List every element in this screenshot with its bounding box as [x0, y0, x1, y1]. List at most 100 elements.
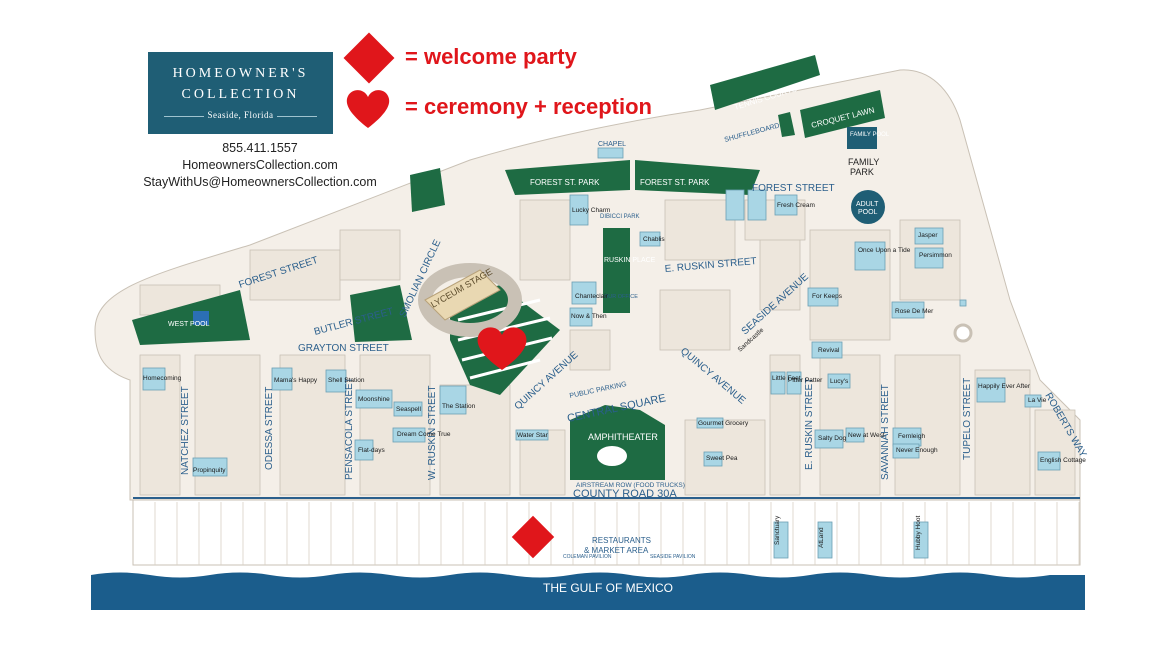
- building-28: [786, 371, 802, 395]
- forest-st-park-e: [635, 160, 760, 195]
- croquet-lawn: [800, 90, 885, 138]
- gourmet-grocery-label: Gourmet Grocery: [698, 420, 749, 427]
- natchez-street-label: NATCHEZ STREET: [180, 386, 191, 475]
- airstream-row-label: AIRSTREAM ROW (FOOD TRUCKS): [576, 482, 685, 489]
- shuffleboard: [778, 112, 795, 137]
- building-2: [325, 369, 347, 393]
- amphitheater-label: AMPHITHEATER: [588, 432, 658, 442]
- never-enough-label: Never Enough: [896, 447, 938, 454]
- roundabout: [953, 323, 973, 343]
- market-area-label: & MARKET AREA: [584, 546, 649, 555]
- building-33: [1024, 394, 1042, 408]
- tupelo-street-label: TUPELO STREET: [962, 378, 973, 460]
- building-10: [639, 231, 661, 247]
- atland-label: AtLand: [818, 527, 825, 548]
- lot-block-5: [519, 429, 566, 496]
- flat-days-label: Flat-days: [358, 447, 385, 454]
- fernleigh-label: Fernleigh: [898, 433, 925, 440]
- lot-block-12: [569, 329, 611, 371]
- building-1: [192, 457, 228, 477]
- for-keeps-label: For Keeps: [812, 293, 843, 300]
- legend-welcome-party: = welcome party: [405, 44, 577, 69]
- building-5: [439, 385, 467, 415]
- ruskin-place-label: RUSKIN PLACE: [604, 257, 656, 264]
- new-at-west-label: New at West: [848, 432, 885, 439]
- building-25: [696, 417, 724, 429]
- amphitheater-stage: [595, 444, 629, 468]
- logo-rule-left: [164, 116, 204, 117]
- seaside-pavilion-label: SEASIDE PAVILION: [650, 554, 696, 560]
- logo-rule-right: [277, 116, 317, 117]
- family-pool[interactable]: [847, 127, 877, 149]
- tennis-courts: [710, 55, 820, 110]
- restaurants-label: RESTAURANTS: [592, 536, 651, 545]
- building-36: [597, 147, 624, 159]
- little-feet-label: Little Feet: [772, 375, 801, 382]
- lot-block-21: [339, 229, 401, 281]
- building-3: [355, 389, 393, 409]
- building-7: [569, 307, 593, 327]
- forest-street-e-label: FOREST STREET: [752, 183, 835, 194]
- rose-de-mer-label: Rose De Mer: [895, 308, 934, 315]
- adult-pool[interactable]: [851, 190, 885, 224]
- happily-label: Happily Ever After: [978, 383, 1031, 390]
- w-ruskin-street-label: W. RUSKIN STREET: [427, 386, 438, 480]
- building-4: [393, 401, 423, 417]
- lot-block-14: [759, 229, 801, 311]
- gulf-of-mexico: [91, 572, 1085, 610]
- jasper-label: Jasper: [918, 232, 938, 239]
- building-6: [515, 429, 549, 441]
- chablis-label: Chablis: [643, 236, 665, 243]
- lot-block-9: [894, 354, 961, 496]
- lot-block-20: [249, 249, 341, 301]
- dibicci-park-label: DIBICCI PARK: [600, 214, 640, 220]
- lot-block-17: [664, 199, 736, 261]
- once-upon-label: Once Upon a Tide: [858, 247, 911, 254]
- building-37: [725, 189, 745, 221]
- sweet-pea-label: Sweet Pea: [706, 455, 738, 462]
- homecoming-label: Homecoming: [143, 375, 182, 382]
- building-15: [914, 247, 944, 269]
- forest-st-park-w-label: FOREST ST. PARK: [530, 178, 600, 187]
- building-30: [845, 427, 865, 443]
- building-16: [891, 301, 925, 319]
- la-vie-label: La Vie: [1028, 397, 1047, 404]
- lyceum-stage-block: [424, 269, 501, 321]
- building-27: [770, 371, 786, 395]
- ceremony-heart-marker[interactable]: [477, 327, 527, 370]
- propinquity-label: Propinquity: [193, 467, 226, 474]
- building-22: [817, 521, 833, 559]
- mamas-happy-label: Mama's Happy: [274, 377, 318, 384]
- adult-pool-label-1: ADULT: [856, 201, 879, 208]
- shell-station-label: Shell Station: [328, 377, 365, 384]
- revival-label: Revival: [818, 347, 840, 354]
- lot-block-3: [359, 354, 431, 496]
- buildings: [142, 147, 1061, 559]
- beach-lot-dividers: [154, 502, 1080, 565]
- amphitheater-park: [570, 405, 665, 480]
- building-32: [1037, 451, 1061, 471]
- pensacola-street-label: PENSACOLA STREET: [344, 377, 355, 480]
- salty-dog-label: Salty Dog: [818, 435, 847, 442]
- building-14: [914, 227, 944, 245]
- our-office-label: OUR OFFICE: [604, 294, 638, 300]
- dream-come-true-label: Dream Come True: [397, 431, 451, 438]
- west-pool-park: [132, 290, 250, 345]
- building-11: [811, 341, 843, 359]
- building-26: [703, 451, 723, 467]
- adult-pool-label-2: POOL: [858, 209, 878, 216]
- lot-block-19: [519, 199, 571, 281]
- contact-website[interactable]: HomeownersCollection.com: [182, 158, 338, 172]
- english-cottage-label: English Cottage: [1040, 457, 1086, 464]
- park-north-1: [410, 168, 445, 212]
- building-9: [571, 281, 597, 305]
- contact-email[interactable]: StayWithUs@HomeownersCollection.com: [143, 175, 377, 189]
- chanteclair-label: Chanteclair: [575, 293, 609, 300]
- building-21: [773, 521, 789, 559]
- building-18: [774, 194, 798, 216]
- hubby-hoot-label: Hubby Hoot: [915, 515, 922, 550]
- family-pool-label: FAMILY POOL: [850, 132, 890, 138]
- pitter-patter-label: Pitter Patter: [788, 377, 823, 384]
- west-pool-label: WEST POOL: [168, 321, 210, 328]
